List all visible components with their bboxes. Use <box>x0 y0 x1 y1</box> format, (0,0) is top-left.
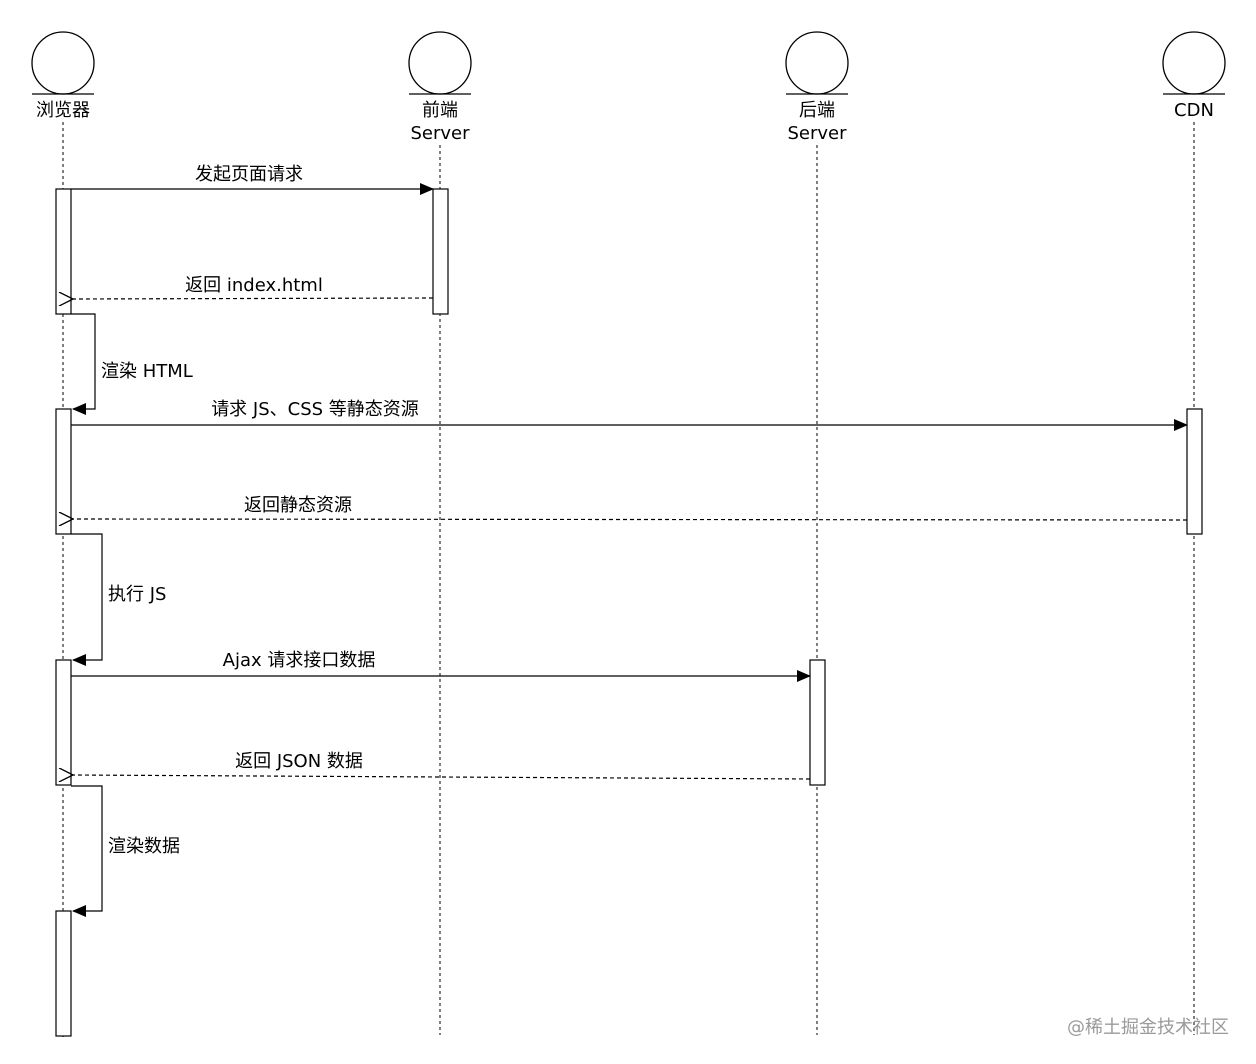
activation-browser-4 <box>55 910 72 1037</box>
message-label-render-html: 渲染 HTML <box>101 361 193 382</box>
message-label-return-json: 返回 JSON 数据 <box>235 751 363 772</box>
participant-frontend-label-line2: Server <box>410 123 470 144</box>
activation-cdn-1 <box>1186 408 1203 535</box>
participant-browser-label: 浏览器 <box>36 100 90 121</box>
participant-cdn: CDN <box>1162 31 1226 121</box>
activation-browser-1 <box>55 188 72 315</box>
message-label-request-static: 请求 JS、CSS 等静态资源 <box>211 399 419 420</box>
message-arrow-return-json <box>73 775 811 779</box>
participant-cdn-label: CDN <box>1174 100 1214 121</box>
activation-backend-1 <box>809 659 826 786</box>
message-arrow-return-static <box>73 519 1188 520</box>
message-arrow-execute-js <box>71 533 103 666</box>
message-arrow-render-html <box>71 313 96 415</box>
participant-browser: 浏览器 <box>31 31 95 121</box>
participant-frontend: 前端 Server <box>408 31 472 144</box>
message-label-return-index: 返回 index.html <box>185 275 323 296</box>
participant-backend: 后端 Server <box>785 31 849 144</box>
messages: 发起页面请求 返回 index.html 渲染 HTML 请求 JS、CSS 等… <box>71 164 1188 917</box>
activation-frontend-1 <box>432 188 449 315</box>
message-arrow-render-data <box>71 785 103 917</box>
message-label-request-page: 发起页面请求 <box>195 164 303 185</box>
participant-backend-label-line1: 后端 <box>799 100 835 121</box>
message-label-execute-js: 执行 JS <box>108 584 166 605</box>
message-label-ajax-request: Ajax 请求接口数据 <box>223 650 376 671</box>
activation-browser-2 <box>55 408 72 535</box>
lifelines <box>62 122 1195 1038</box>
activations <box>55 188 1203 1037</box>
activation-browser-3 <box>55 659 72 786</box>
participant-frontend-label-line1: 前端 <box>422 100 458 121</box>
watermark: @稀土掘金技术社区 <box>1067 1017 1229 1038</box>
message-label-render-data: 渲染数据 <box>108 836 180 857</box>
message-arrow-return-index <box>73 298 434 299</box>
message-label-return-static: 返回静态资源 <box>244 495 352 516</box>
participant-backend-label-line2: Server <box>787 123 847 144</box>
